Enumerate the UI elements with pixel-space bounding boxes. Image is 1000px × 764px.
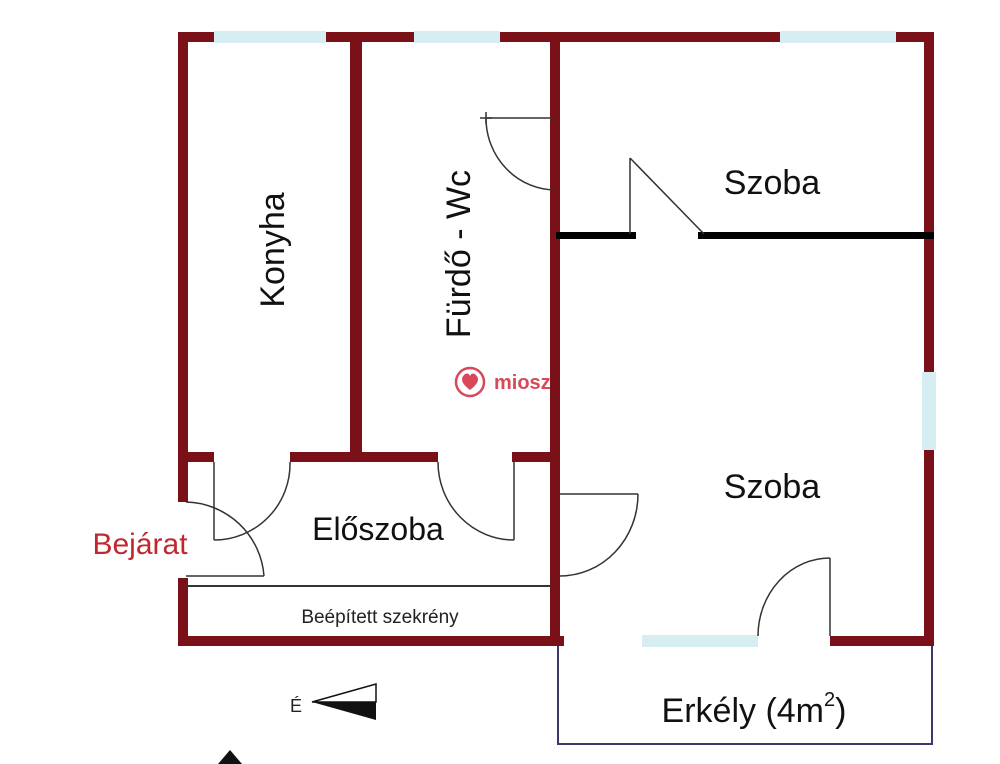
logo-text: miosz bbox=[494, 372, 551, 394]
label-balcony-sup: 2 bbox=[824, 689, 835, 711]
bottom-marker-icon bbox=[218, 750, 242, 764]
room-partition bbox=[556, 232, 934, 239]
wall-kitchen-hall-a bbox=[178, 452, 214, 462]
window-room-top bbox=[780, 31, 896, 43]
door-rooms-swing bbox=[629, 157, 705, 235]
partition-right bbox=[698, 232, 934, 239]
wall-bottom-right bbox=[830, 636, 934, 646]
label-kitchen: Konyha bbox=[254, 192, 292, 307]
label-bathroom: Fürdő - Wc bbox=[440, 170, 478, 338]
balcony-outline bbox=[557, 646, 933, 745]
thin-lines bbox=[186, 585, 933, 745]
logo: miosz bbox=[454, 366, 551, 398]
label-hall: Előszoba bbox=[312, 511, 444, 547]
wall-kitchen-hall-b bbox=[290, 452, 438, 462]
wall-left-upper bbox=[178, 32, 188, 502]
wall-right bbox=[924, 32, 934, 644]
doors bbox=[185, 112, 831, 637]
door-hall-bath-swing bbox=[437, 461, 515, 541]
wall-bottom-left bbox=[178, 636, 564, 646]
outer-walls bbox=[178, 32, 934, 646]
north-arrow-icon bbox=[311, 683, 377, 720]
logo-heart-icon bbox=[454, 366, 486, 398]
compass-label: É bbox=[290, 696, 302, 716]
door-entrance-swing bbox=[185, 501, 265, 577]
wall-kitchen-bath bbox=[350, 32, 362, 460]
windows bbox=[214, 31, 936, 647]
wall-bath-room bbox=[550, 32, 560, 644]
label-entrance: Bejárat bbox=[92, 528, 188, 561]
wall-left-lower bbox=[178, 578, 188, 644]
door-kitchen-swing bbox=[213, 461, 291, 541]
wall-bath-hall bbox=[512, 452, 560, 462]
label-room-main: Szoba bbox=[724, 468, 820, 506]
door-balcony-swing bbox=[757, 557, 831, 637]
door-hall-room-swing bbox=[559, 493, 639, 577]
window-kitchen bbox=[214, 31, 326, 43]
partition-left bbox=[556, 232, 636, 239]
label-room-top: Szoba bbox=[724, 164, 820, 202]
label-closet: Beépített szekrény bbox=[301, 607, 459, 628]
door-bath-swing bbox=[485, 117, 557, 191]
compass: É bbox=[290, 683, 377, 720]
window-balcony bbox=[642, 635, 758, 647]
label-balcony: Erkély (4m2) bbox=[662, 689, 847, 730]
window-room-right bbox=[922, 372, 936, 450]
window-bath bbox=[414, 31, 500, 43]
